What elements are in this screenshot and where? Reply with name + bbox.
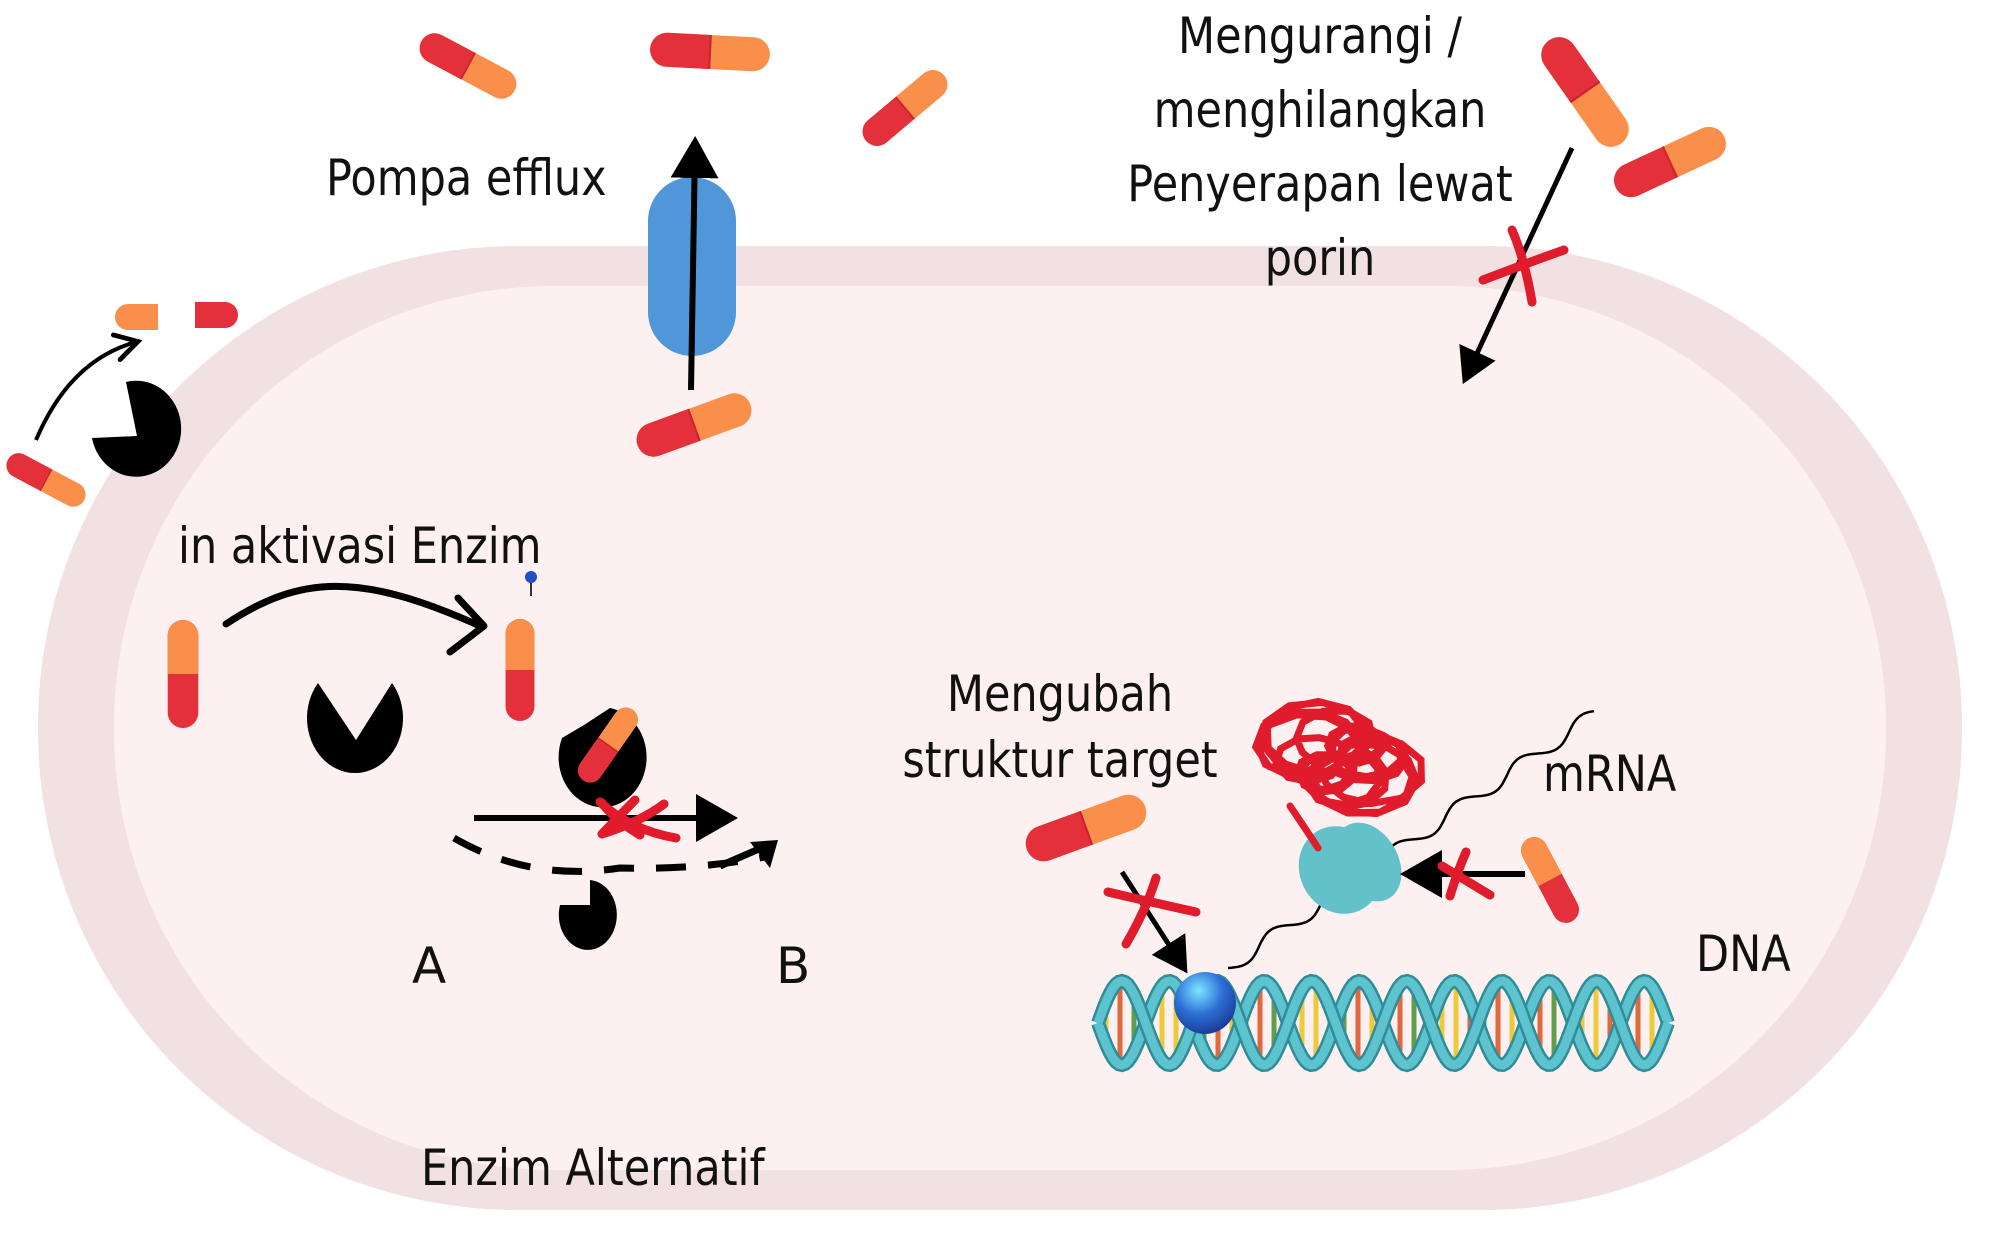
pacman-enzyme-icon xyxy=(307,683,404,774)
blocked-cross-icon xyxy=(1478,225,1569,307)
target-arrow xyxy=(1119,870,1188,974)
cell-cytoplasm xyxy=(114,286,1886,1170)
porin-label-line-2: menghilangkan xyxy=(1153,81,1487,139)
blocked-cross-icon xyxy=(1437,847,1495,901)
protein-tail xyxy=(1286,802,1322,852)
target-label-line-1: Mengubah xyxy=(946,665,1174,723)
dna-label: DNA xyxy=(1696,925,1791,983)
efflux-label: Pompa efflux xyxy=(326,149,607,207)
cleaved-capsule-icon xyxy=(115,302,238,330)
protein-scribble xyxy=(1251,697,1425,818)
alt-enzyme-icon xyxy=(558,880,617,950)
modification-group-icon xyxy=(525,571,537,583)
antibiotic-capsule-icon xyxy=(1,448,91,512)
alt-enzyme-label: Enzim Alternatif xyxy=(421,1139,765,1197)
cleave-arrow xyxy=(34,332,143,441)
antibiotic-capsule-icon xyxy=(413,27,523,105)
target-label-line-2: struktur target xyxy=(902,731,1218,789)
antibiotic-capsule-icon xyxy=(855,63,955,153)
misfolded-protein-icon xyxy=(1251,697,1425,852)
porin-label-line-4: porin xyxy=(1264,229,1376,287)
target-protein-sphere xyxy=(1174,972,1236,1034)
mrna-label: mRNA xyxy=(1543,745,1677,803)
porin-label-line-1: Mengurangi / xyxy=(1177,7,1463,65)
arrowhead-icon xyxy=(750,840,778,868)
pacman-enzyme-icon xyxy=(92,380,182,477)
pathway-b-label: B xyxy=(776,937,811,995)
efflux-arrow xyxy=(670,136,719,391)
blocked-cross-icon xyxy=(595,795,681,843)
inactivation-arrowhead xyxy=(446,594,488,656)
inactivation-flow-arrow xyxy=(222,582,484,630)
antibiotic-capsule-icon xyxy=(648,30,772,74)
porin-label-line-3: Penyerapan lewat xyxy=(1127,155,1513,213)
pathway-a-label: A xyxy=(412,937,447,995)
antibiotic-capsule-icon xyxy=(1520,837,1580,923)
blocked-cross-icon xyxy=(1103,873,1201,949)
antibiotic-capsule-icon xyxy=(167,619,199,729)
inactivation-label: in aktivasi Enzim xyxy=(178,517,542,575)
mrna-strand xyxy=(1227,709,1595,970)
antibiotic-capsule-icon xyxy=(1533,29,1637,155)
modified-capsule-icon xyxy=(505,618,535,722)
